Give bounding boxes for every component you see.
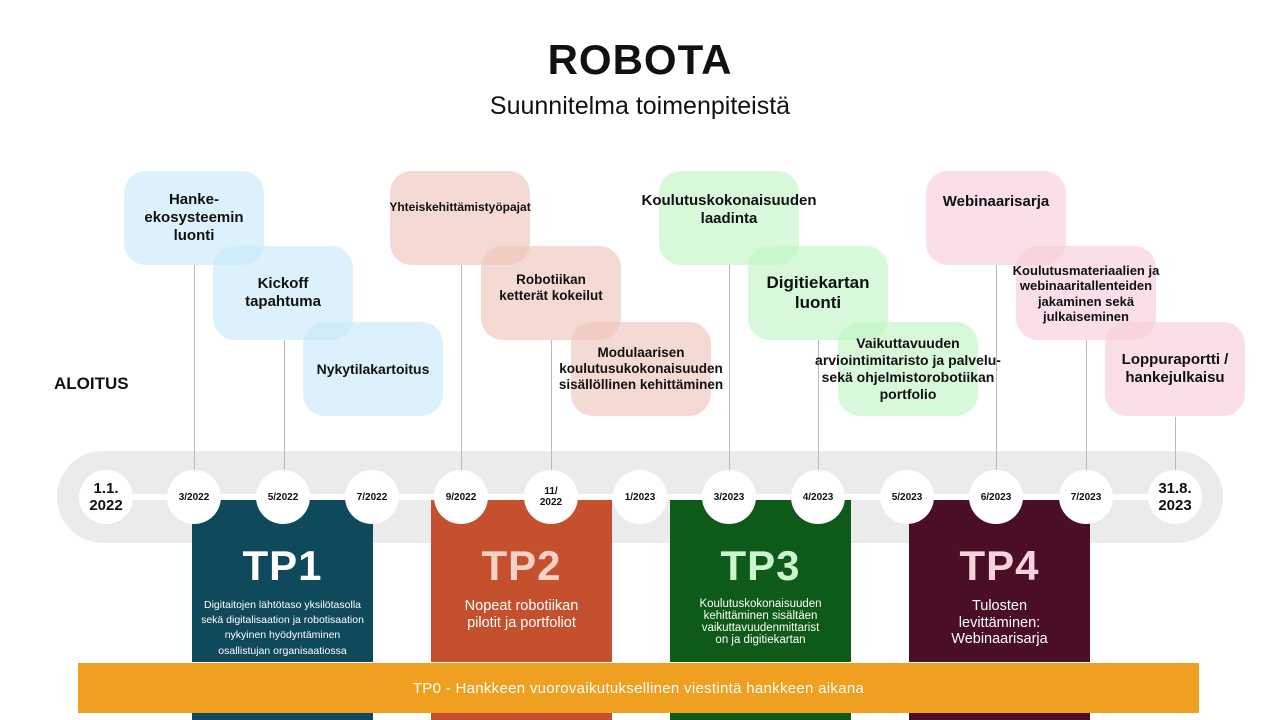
connector-line bbox=[1086, 340, 1087, 471]
timeline-date: 3/2023 bbox=[713, 491, 745, 503]
connector-line bbox=[461, 265, 462, 471]
timeline-node: 5/2022 bbox=[256, 470, 310, 524]
timeline-date: 7/2022 bbox=[356, 491, 388, 503]
timeline-date: 6/2023 bbox=[980, 491, 1012, 503]
start-label: ALOITUS bbox=[54, 374, 129, 393]
timeline-node: 6/2023 bbox=[969, 470, 1023, 524]
timeline-node: 31.8.2023 bbox=[1148, 470, 1202, 524]
activity-bubble: Nykytilakartoitus bbox=[303, 322, 443, 416]
activity-label: Nykytilakartoitus bbox=[316, 360, 430, 377]
activity-bubble: Webinaarisarja bbox=[926, 171, 1066, 265]
connector-line bbox=[551, 340, 552, 471]
connector-line bbox=[818, 340, 819, 471]
connector-line bbox=[729, 265, 730, 471]
work-package-title: TP4 bbox=[959, 542, 1040, 589]
timeline-date: 3/2022 bbox=[178, 491, 210, 503]
timeline-node: 5/2023 bbox=[880, 470, 934, 524]
timeline-date: 9/2022 bbox=[445, 491, 477, 503]
work-package-title: TP3 bbox=[720, 542, 801, 589]
work-package-tp1-base bbox=[192, 713, 373, 720]
work-package-title: TP1 bbox=[242, 542, 323, 589]
timeline-node: 1.1.2022 bbox=[79, 470, 133, 524]
activity-bubble: Loppuraportti /hankejulkaisu bbox=[1105, 322, 1245, 416]
timeline-node: 9/2022 bbox=[434, 470, 488, 524]
connector-line bbox=[284, 340, 285, 471]
work-package-tp4-base bbox=[909, 713, 1090, 720]
timeline-date: 1.1.2022 bbox=[89, 479, 123, 514]
connector-line bbox=[1175, 417, 1176, 471]
work-package-tp2-base bbox=[431, 713, 612, 720]
connector-line bbox=[194, 265, 195, 471]
connector-line bbox=[996, 265, 997, 471]
work-package-tp3-base bbox=[670, 713, 851, 720]
activity-label: Webinaarisarja bbox=[942, 193, 1050, 210]
timeline-date: 5/2023 bbox=[891, 491, 923, 503]
timeline-date: 1/2023 bbox=[624, 491, 656, 503]
timeline-node: 3/2023 bbox=[702, 470, 756, 524]
work-package-tp1: TP1 Digitaitojen lähtötaso yksilötasolla… bbox=[192, 500, 373, 662]
timeline-date: 31.8.2023 bbox=[1158, 479, 1192, 514]
timeline-date: 11/2022 bbox=[539, 486, 563, 508]
timeline-node: 7/2023 bbox=[1059, 470, 1113, 524]
timeline-date: 4/2023 bbox=[802, 491, 834, 503]
communication-banner: TP0 - Hankkeen vuorovaikutuksellinen vie… bbox=[78, 663, 1199, 713]
page-subtitle: Suunnitelma toimenpiteistä bbox=[489, 92, 791, 120]
timeline-node: 4/2023 bbox=[791, 470, 845, 524]
timeline-date: 5/2022 bbox=[267, 491, 299, 503]
work-package-title: TP2 bbox=[481, 542, 562, 589]
timeline-node: 3/2022 bbox=[167, 470, 221, 524]
page-title: ROBOTA bbox=[547, 36, 733, 83]
timeline-node: 1/2023 bbox=[613, 470, 667, 524]
activity-label: Loppuraportti /hankejulkaisu bbox=[1121, 351, 1229, 386]
timeline-node: 11/2022 bbox=[524, 470, 578, 524]
timeline-node: 7/2022 bbox=[345, 470, 399, 524]
activity-label: Yhteiskehittämistyöpajat bbox=[389, 200, 531, 214]
timeline-date: 7/2023 bbox=[1070, 491, 1102, 503]
banner-text: TP0 - Hankkeen vuorovaikutuksellinen vie… bbox=[412, 679, 865, 697]
